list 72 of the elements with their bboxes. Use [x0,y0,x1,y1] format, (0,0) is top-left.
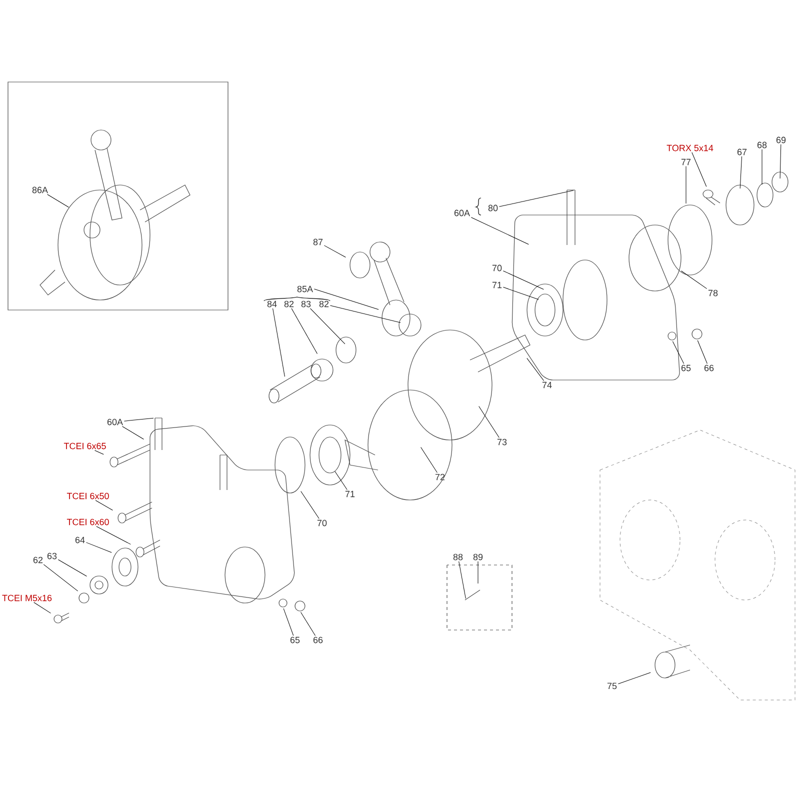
callout-number: 62 [33,556,43,564]
callout-number: 73 [497,438,507,446]
callout-number: 69 [776,136,786,144]
leader-line [681,270,708,289]
leader-line [310,308,346,344]
callout-number: 82 [319,300,329,308]
leader-line [470,217,529,245]
callout-number: 64 [75,536,85,544]
callout-number: 84 [267,300,277,308]
leader-line [697,340,708,364]
callout-number: 77 [681,158,691,166]
callout-number: 60A [107,418,123,426]
callout-number: 78 [708,290,718,296]
callout-number: 70 [492,264,502,272]
callout-number: 66 [313,636,323,644]
leader-line [334,471,348,490]
leader-line [58,559,87,576]
callout-number: 89 [473,554,483,560]
leader-line [498,190,574,207]
leader-line [502,270,544,290]
leader-line [740,156,742,189]
leader-line [124,418,154,422]
leader-line [478,406,500,438]
screw-size-label: TCEI 6x50 [66,492,109,500]
callout-number: 82 [284,300,294,308]
leader-line [314,288,379,310]
leader-line [95,500,113,510]
callout-number: 67 [737,148,747,156]
callout-number: 66 [704,364,714,372]
screw-size-label: TORX 5x14 [666,144,714,152]
callout-number: 86A [32,186,48,194]
leader-line [324,245,346,258]
leader-line [618,672,651,684]
callout-number: 75 [607,682,617,690]
leader-line [94,450,104,455]
callout-number: 72 [435,474,445,480]
callout-number: 87 [313,238,323,246]
screw-size-label: TCEI M5x16 [2,594,52,602]
leader-line [96,526,131,545]
callout-number: 70 [317,520,327,526]
leader-line [34,602,51,614]
leader-line [420,447,438,473]
leader-line [502,286,539,300]
callout-number: 65 [290,636,300,644]
callout-number: 71 [345,490,355,498]
leader-line [86,542,112,553]
leader-line [272,308,285,377]
leader-line [300,612,316,636]
leader-line [330,305,401,323]
callout-number: 68 [757,142,767,148]
leader-line [47,194,69,208]
screw-size-label: TCEI 6x60 [66,518,109,526]
callout-number: 83 [301,300,311,308]
screw-size-label: TCEI 6x65 [64,442,106,450]
leader-line [672,341,684,364]
callout-number: 63 [47,552,57,560]
leader-line [458,561,466,599]
callout-number: 71 [492,282,502,288]
leader-line [43,564,78,592]
callout-number: 74 [542,382,552,388]
leader-line [300,491,320,519]
leader-line [526,358,544,381]
callout-number: 85A [297,286,313,292]
callout-number: 65 [681,364,691,372]
leader-line [692,152,707,187]
callout-number: 60A [454,210,470,216]
leader-line [780,144,782,179]
callout-number: 80 [488,204,498,212]
leader-line [122,426,144,440]
leader-line [291,308,318,354]
leader-line [283,608,294,636]
callout-number: 88 [453,554,463,560]
